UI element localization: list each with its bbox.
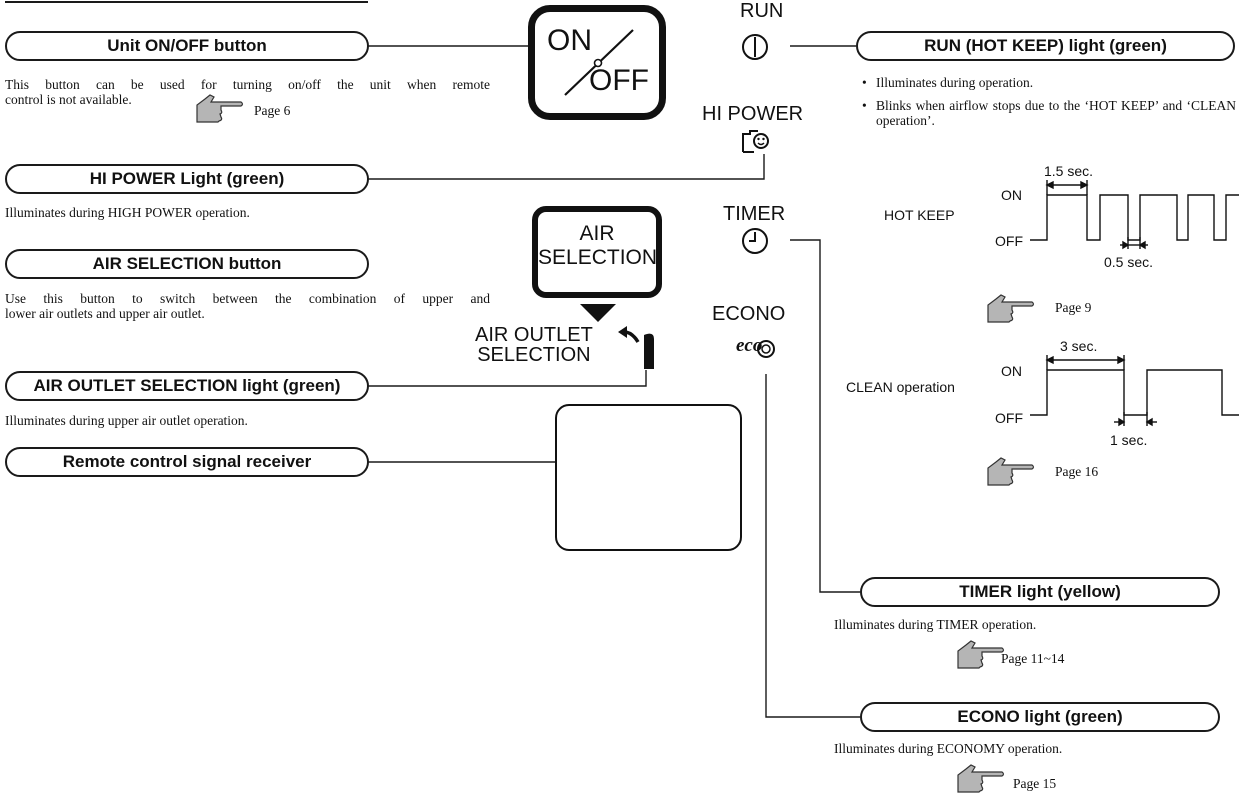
onoff-slash-icon xyxy=(564,29,634,96)
econo-page-ref: Page 15 xyxy=(1013,776,1057,791)
down-triangle-icon xyxy=(580,304,616,322)
air-outlet-description: Illuminates during upper air outlet oper… xyxy=(5,413,248,428)
run-label: RUN (HOT KEEP) light (green) xyxy=(924,36,1167,55)
run-callout: RUN (HOT KEEP) light (green) xyxy=(856,31,1235,61)
pointing-hand-icon xyxy=(196,94,244,123)
pointing-hand-icon xyxy=(987,457,1035,486)
hot-keep-off-time: 0.5 sec. xyxy=(1104,254,1154,270)
run-bullet-list: Illuminates during operation. Blinks whe… xyxy=(862,75,1236,136)
unit-onoff-page-ref: Page 6 xyxy=(254,103,291,118)
air-selection-button-line1: AIR xyxy=(579,222,615,245)
econo-description: Illuminates during ECONOMY operation. xyxy=(834,741,1063,756)
unit-onoff-description: This button can be used for turning on/o… xyxy=(5,77,490,107)
eco-icon: eco xyxy=(736,330,776,370)
unit-onoff-desc-line2: control is not available. xyxy=(5,92,132,107)
timer-page-ref: Page 11~14 xyxy=(1001,651,1065,666)
air-outlet-selection-label: AIR OUTLET SELECTION xyxy=(475,325,593,365)
air-selection-button-line2: SELECTION xyxy=(538,246,658,269)
timer-label: TIMER light (yellow) xyxy=(959,582,1121,601)
hot-keep-off-label: OFF xyxy=(995,233,1023,249)
onoff-button[interactable]: ON OFF xyxy=(528,5,666,120)
eco-icon-text: eco xyxy=(736,335,763,356)
air-outlet-indicator-icon xyxy=(644,333,654,369)
timer-panel-label: TIMER xyxy=(723,203,786,225)
air-selection-description: Use this button to switch between the co… xyxy=(5,291,490,321)
air-outlet-label: AIR OUTLET SELECTION light (green) xyxy=(33,376,341,395)
remote-receiver-callout: Remote control signal receiver xyxy=(5,447,369,477)
onoff-button-off-text: OFF xyxy=(589,64,649,97)
remote-receiver-label: Remote control signal receiver xyxy=(62,452,312,471)
clean-off-label: OFF xyxy=(995,410,1023,426)
hot-keep-waveform xyxy=(1030,180,1239,250)
clean-off-time: 1 sec. xyxy=(1110,432,1148,448)
econo-callout: ECONO light (green) xyxy=(860,702,1220,732)
run-bullet-item: Illuminates during operation. xyxy=(862,75,1236,90)
pointing-hand-icon xyxy=(957,764,1005,793)
hi-power-label: HI POWER Light (green) xyxy=(89,169,285,188)
arrow-icon xyxy=(618,326,640,343)
air-selection-button[interactable]: AIR SELECTION xyxy=(532,206,662,298)
clean-operation-label: CLEAN operation xyxy=(846,379,955,395)
air-outlet-callout: AIR OUTLET SELECTION light (green) xyxy=(5,371,369,401)
unit-onoff-desc-line1: This button can be used for turning on/o… xyxy=(5,77,490,92)
hi-power-panel-label: HI POWER xyxy=(702,103,804,125)
clean-on-time: 3 sec. xyxy=(1060,338,1098,354)
air-selection-callout: AIR SELECTION button xyxy=(5,249,369,279)
econo-panel-label: ECONO xyxy=(712,303,786,325)
hi-power-description: Illuminates during HIGH POWER operation. xyxy=(5,205,250,220)
hot-keep-page-ref: Page 9 xyxy=(1055,300,1092,315)
clean-waveform xyxy=(1030,355,1239,427)
hi-power-callout: HI POWER Light (green) xyxy=(5,164,369,194)
remote-signal-receiver-window xyxy=(555,404,742,551)
air-selection-desc-line1: Use this button to switch between the co… xyxy=(5,291,490,306)
run-bullet-item: Blinks when airflow stops due to the ‘HO… xyxy=(862,98,1236,128)
timer-callout: TIMER light (yellow) xyxy=(860,577,1220,607)
hot-keep-on-label: ON xyxy=(1001,187,1022,203)
hi-power-icon xyxy=(742,130,769,153)
clean-page-ref: Page 16 xyxy=(1055,464,1099,479)
pointing-hand-icon xyxy=(987,294,1035,323)
onoff-button-on-text: ON xyxy=(547,24,592,57)
air-outlet-line2: SELECTION xyxy=(477,344,591,366)
power-icon xyxy=(742,34,768,60)
unit-onoff-label: Unit ON/OFF button xyxy=(107,36,267,55)
clean-on-label: ON xyxy=(1001,363,1022,379)
run-panel-label: RUN xyxy=(740,0,784,22)
unit-onoff-callout: Unit ON/OFF button xyxy=(5,31,369,61)
air-selection-desc-line2: lower air outlets and upper air outlet. xyxy=(5,306,205,321)
pointing-hand-icon xyxy=(957,640,1005,669)
hot-keep-on-time: 1.5 sec. xyxy=(1044,163,1094,179)
timer-description: Illuminates during TIMER operation. xyxy=(834,617,1037,632)
clock-icon xyxy=(742,228,768,254)
air-outlet-line1: AIR OUTLET xyxy=(475,324,593,346)
hot-keep-label: HOT KEEP xyxy=(884,207,955,223)
econo-label: ECONO light (green) xyxy=(957,707,1123,726)
air-selection-label: AIR SELECTION button xyxy=(92,254,282,273)
